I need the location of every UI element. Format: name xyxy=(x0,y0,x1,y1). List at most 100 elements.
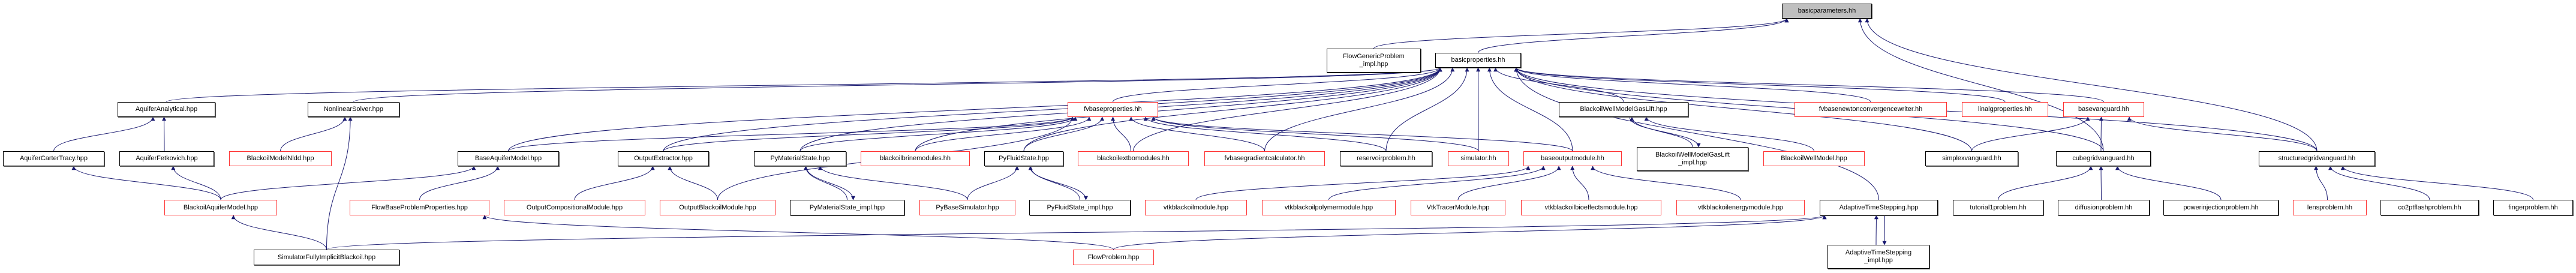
node-label: PyFluidState_impl.hpp xyxy=(1047,203,1113,211)
node-cubegridvanguard[interactable]: cubegridvanguard.hh xyxy=(2056,151,2151,166)
node-blackoil-well-model[interactable]: BlackoilWellModel.hpp xyxy=(1763,151,1865,166)
node-tutorial1problem[interactable]: tutorial1problem.hh xyxy=(1953,200,2043,215)
node-basevanguard[interactable]: basevanguard.hh xyxy=(2063,102,2144,117)
edge-blackoilextbomodules-to-basicproperties xyxy=(1133,67,1442,152)
edge-fvbasegradientcalculator-to-basicproperties xyxy=(1264,67,1455,152)
node-py-fluid-state[interactable]: PyFluidState.hpp xyxy=(984,151,1063,166)
node-baseoutputmodule[interactable]: baseoutputmodule.hh xyxy=(1523,151,1622,166)
node-label: reservoirproblem.hh xyxy=(1357,155,1415,162)
edge-basevanguard-to-basicproperties xyxy=(1514,67,2104,103)
node-label: FlowBaseProblemProperties.hpp xyxy=(371,203,468,211)
node-label: vtkblackoilpolymermodule.hpp xyxy=(1284,203,1373,211)
node-co2ptflashproblem[interactable]: co2ptflashproblem.hh xyxy=(2380,200,2479,215)
node-label: PyMaterialState.hpp xyxy=(770,155,830,162)
edge-fvbasegradientcalculator-to-fvbaseproperties xyxy=(1129,116,1265,152)
node-label: AquiferCarterTracy.hpp xyxy=(19,155,88,162)
edge-powerinjectionproblem-to-cubegridvanguard xyxy=(2115,166,2222,200)
node-label: fvbasegradientcalculator.hh xyxy=(1224,155,1305,162)
node-py-fluid-state-impl[interactable]: PyFluidState_impl.hpp xyxy=(1029,200,1131,215)
edge-blackoil-well-model-gas-lift-impl-to-blackoil-well-model-gas-lift xyxy=(1630,116,1693,148)
edge-simplexvanguard-to-basevanguard xyxy=(1971,116,2090,152)
node-label: fvbaseproperties.hh xyxy=(1084,106,1142,113)
node-reservoirproblem[interactable]: reservoirproblem.hh xyxy=(1340,151,1432,166)
node-vtk-tracer-module[interactable]: VtkTracerModule.hpp xyxy=(1411,200,1505,215)
node-aquifer-carter-tracy[interactable]: AquiferCarterTracy.hpp xyxy=(3,151,104,166)
node-label: PyBaseSimulator.hpp xyxy=(936,203,999,211)
node-label: lensproblem.hh xyxy=(2307,203,2353,211)
node-basicproperties[interactable]: basicproperties.hh xyxy=(1435,53,1521,68)
edge-base-aquifer-model-to-fvbaseproperties xyxy=(508,116,1075,152)
node-blackoil-well-model-gas-lift-impl[interactable]: BlackoilWellModelGasLift_impl.hpp xyxy=(1637,147,1748,171)
node-label: vtkblackoilenergymodule.hpp xyxy=(1698,203,1783,211)
node-nonlinear-solver[interactable]: NonlinearSolver.hpp xyxy=(308,102,399,117)
node-fvbasenewtonconvergencewriter[interactable]: fvbasenewtonconvergencewriter.hh xyxy=(1795,102,1947,117)
edge-flow-base-problem-properties-to-base-aquifer-model xyxy=(419,166,500,200)
node-aquifer-fetkovich[interactable]: AquiferFetkovich.hpp xyxy=(119,151,214,166)
node-py-material-state-impl[interactable]: PyMaterialState_impl.hpp xyxy=(790,200,904,215)
node-blackoil-aquifer-model[interactable]: BlackoilAquiferModel.hpp xyxy=(164,200,277,215)
node-vtkblackoilenergymodule[interactable]: vtkblackoilenergymodule.hpp xyxy=(1676,200,1805,215)
node-vtkblackoilbioeffectsmodule[interactable]: vtkblackoilbioeffectsmodule.hpp xyxy=(1521,200,1661,215)
node-py-base-simulator[interactable]: PyBaseSimulator.hpp xyxy=(919,200,1015,215)
node-label: PyFluidState.hpp xyxy=(999,155,1049,162)
edge-blackoilextbomodules-to-fvbaseproperties xyxy=(1111,116,1131,152)
node-diffusionproblem[interactable]: diffusionproblem.hh xyxy=(2058,200,2150,215)
node-py-material-state[interactable]: PyMaterialState.hpp xyxy=(754,151,846,166)
node-linalgproperties[interactable]: linalgproperties.hh xyxy=(1962,102,2048,117)
node-label: basicproperties.hh xyxy=(1451,56,1505,64)
node-fingerproblem[interactable]: fingerproblem.hh xyxy=(2493,200,2573,215)
node-flow-problem[interactable]: FlowProblem.hpp xyxy=(1073,250,1154,265)
node-blackoilbrinemodules[interactable]: blackoilbrinemodules.hh xyxy=(861,151,970,166)
edge-flow-problem-to-flow-base-problem-properties xyxy=(482,215,1114,250)
node-blackoilextbomodules[interactable]: blackoilextbomodules.hh xyxy=(1078,151,1189,166)
node-label: AquiferAnalytical.hpp xyxy=(135,106,198,113)
edge-vtkblackoilbioeffectsmodule-to-baseoutputmodule xyxy=(1570,166,1589,200)
edge-lensproblem-to-structuredgridvanguard xyxy=(2314,166,2328,200)
edge-adaptive-time-stepping-to-adaptive-time-stepping-impl xyxy=(1882,215,1887,245)
node-label: fingerproblem.hh xyxy=(2508,203,2558,211)
node-simulator-fully-implicit-blackoil[interactable]: SimulatorFullyImplicitBlackoil.hpp xyxy=(254,250,399,265)
node-label: OutputBlackoilModule.hpp xyxy=(679,203,756,211)
node-base-aquifer-model[interactable]: BaseAquiferModel.hpp xyxy=(458,151,559,166)
node-fvbasegradientcalculator[interactable]: fvbasegradientcalculator.hh xyxy=(1204,151,1325,166)
node-structuredgridvanguard[interactable]: structuredgridvanguard.hh xyxy=(2259,151,2375,166)
edge-simulator-fully-implicit-blackoil-to-blackoil-aquifer-model xyxy=(231,215,327,250)
node-flow-generic-problem-impl[interactable]: FlowGenericProblem_impl.hpp xyxy=(1327,49,1421,73)
node-label: VtkTracerModule.hpp xyxy=(1426,203,1490,211)
node-vtkblackoilpolymermodule[interactable]: vtkblackoilpolymermodule.hpp xyxy=(1262,200,1396,215)
node-adaptive-time-stepping[interactable]: AdaptiveTimeStepping.hpp xyxy=(1820,200,1938,215)
node-simplexvanguard[interactable]: simplexvanguard.hh xyxy=(1925,151,2018,166)
node-flow-base-problem-properties[interactable]: FlowBaseProblemProperties.hpp xyxy=(350,200,489,215)
node-blackoil-well-model-gas-lift[interactable]: BlackoilWellModelGasLift.hpp xyxy=(1559,102,1688,117)
node-adaptive-time-stepping-impl[interactable]: AdaptiveTimeStepping_impl.hpp xyxy=(1827,245,1929,269)
node-vtkblackoilmodule[interactable]: vtkblackoilmodule.hpp xyxy=(1145,200,1247,215)
node-simulator[interactable]: simulator.hh xyxy=(1448,151,1509,166)
node-label: PyMaterialState_impl.hpp xyxy=(809,203,885,211)
edge-base-aquifer-model-to-basicproperties xyxy=(508,67,1442,152)
node-label: vtkblackoilmodule.hpp xyxy=(1163,203,1229,211)
node-output-extractor[interactable]: OutputExtractor.hpp xyxy=(618,151,709,166)
edge-fingerproblem-to-structuredgridvanguard xyxy=(2340,166,2533,200)
edge-output-compositional-module-to-output-extractor xyxy=(574,166,655,200)
edge-vtk-tracer-module-to-baseoutputmodule xyxy=(1457,166,1561,200)
edge-output-blackoil-module-to-output-extractor xyxy=(668,166,718,200)
node-output-blackoil-module[interactable]: OutputBlackoilModule.hpp xyxy=(660,200,775,215)
edge-blackoil-aquifer-model-to-base-aquifer-model xyxy=(220,166,476,200)
node-label: simulator.hh xyxy=(1460,155,1496,162)
node-label: diffusionproblem.hh xyxy=(2075,203,2133,211)
node-label: BlackoilWellModelGasLift xyxy=(1655,151,1730,158)
edge-blackoil-aquifer-model-to-aquifer-carter-tracy xyxy=(71,166,221,200)
edge-blackoil-aquifer-model-to-aquifer-fetkovich xyxy=(171,166,221,200)
node-output-compositional-module[interactable]: OutputCompositionalModule.hpp xyxy=(504,200,645,215)
node-aquifer-analytical[interactable]: AquiferAnalytical.hpp xyxy=(118,102,215,117)
edge-blackoilbrinemodules-to-fvbaseproperties xyxy=(915,116,1092,152)
node-label: NonlinearSolver.hpp xyxy=(323,106,384,113)
node-powerinjectionproblem[interactable]: powerinjectionproblem.hh xyxy=(2163,200,2279,215)
edge-vtkblackoilmodule-to-baseoutputmodule xyxy=(1195,166,1531,200)
node-basicparameters[interactable]: basicparameters.hh xyxy=(1782,4,1872,19)
node-blackoil-model-nldd[interactable]: BlackoilModelNldd.hpp xyxy=(229,151,332,166)
node-lensproblem[interactable]: lensproblem.hh xyxy=(2293,200,2367,215)
node-fvbaseproperties[interactable]: fvbaseproperties.hh xyxy=(1068,102,1158,117)
node-label: SimulatorFullyImplicitBlackoil.hpp xyxy=(277,253,376,261)
